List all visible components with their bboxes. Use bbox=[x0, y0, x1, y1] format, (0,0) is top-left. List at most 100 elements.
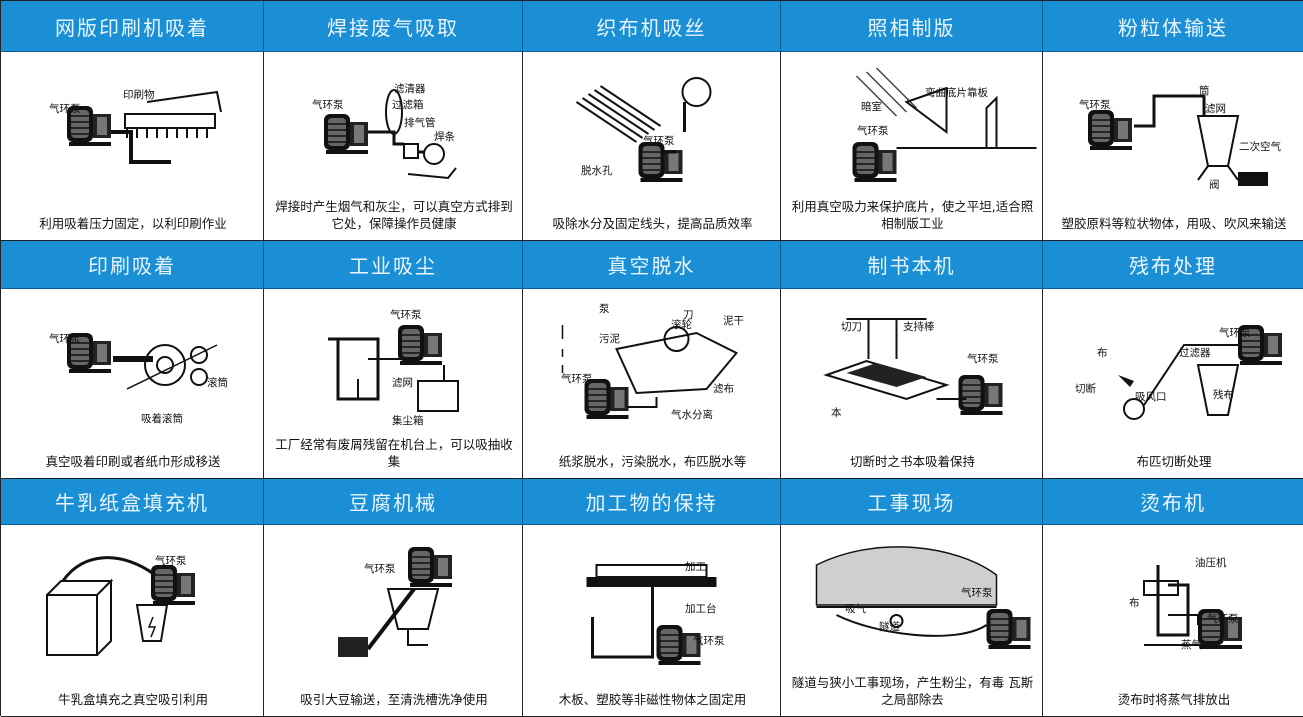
diagram-label: 泵 bbox=[599, 303, 610, 315]
diagram-label: 污泥 bbox=[599, 333, 620, 345]
application-title: 残布处理 bbox=[1043, 241, 1303, 289]
illustration bbox=[561, 325, 739, 419]
application-panel: 气环泵筒滤网二次空气阀塑胶原料等粒状物体，用吸、吹风来输送 bbox=[1043, 52, 1303, 241]
diagram-label: 气环泵 bbox=[312, 99, 344, 111]
diagram-label: 集尘箱 bbox=[392, 415, 424, 427]
illustration bbox=[67, 90, 222, 164]
application-panel: 气环泵滚筒吸着滚筒真空吸着印刷或者纸巾形成移送 bbox=[1, 289, 264, 479]
illustration bbox=[1088, 94, 1268, 186]
application-caption: 纸浆脱水，污染脱水，布匹脱水等 bbox=[558, 454, 747, 469]
diagram-label: 滤清器 bbox=[394, 83, 426, 95]
application-title: 织布机吸丝 bbox=[523, 1, 781, 52]
diagram-label: 脱水孔 bbox=[581, 165, 613, 177]
application-panel: 气环泵 印刷物利用吸着压力固定，以利印刷作业 bbox=[1, 52, 264, 241]
diagram-label: 加工 bbox=[685, 561, 706, 573]
application-caption: 塑胶原料等粒状物体，用吸、吹风来输送 bbox=[1061, 216, 1287, 231]
diagram-label: 加工台 bbox=[685, 603, 717, 615]
diagram-label: 印刷物 bbox=[123, 89, 155, 101]
diagram-label: 气环泵 bbox=[49, 103, 81, 115]
diagram-label: 刀 bbox=[683, 309, 694, 321]
application-title: 制书本机 bbox=[781, 241, 1043, 289]
diagram-label: 气环泵 bbox=[49, 333, 81, 345]
illustration bbox=[823, 318, 1003, 415]
diagram-label: 滚筒 bbox=[207, 377, 228, 389]
diagram-label: 气环泵 bbox=[693, 635, 725, 647]
application-caption: 木板、塑胶等非磁性物体之固定用 bbox=[558, 692, 747, 707]
application-caption: 真空吸着印刷或者纸巾形成移送 bbox=[45, 454, 221, 469]
diagram-label: 气环泵 bbox=[1207, 613, 1239, 625]
application-title: 照相制版 bbox=[781, 1, 1043, 52]
application-caption: 切断时之书本吸着保持 bbox=[849, 454, 975, 469]
application-title: 印刷吸着 bbox=[1, 241, 264, 289]
application-title: 加工物的保持 bbox=[523, 479, 781, 525]
diagram-label: 滤网 bbox=[1205, 103, 1226, 115]
application-panel: 气环泵滤网集尘箱工厂经常有废屑残留在机台上，可以吸抽收集 bbox=[264, 289, 523, 479]
application-caption: 烫布时将蒸气排放出 bbox=[1117, 692, 1231, 707]
application-panel: 气环泵滤清器过滤箱排气管焊条焊接时产生烟气和灰尘，可以真空方式排到它处，保障操作… bbox=[264, 52, 523, 241]
application-panel: 泵污泥 滚轮刀泥干气环泵滤布气水分离纸浆脱水，污染脱水，布匹脱水等 bbox=[523, 289, 781, 479]
illustration bbox=[46, 556, 195, 656]
application-panel: 气环泵布过滤器切断吸风口残布布匹切断处理 bbox=[1043, 289, 1303, 479]
diagram-label: 布 bbox=[1129, 597, 1140, 609]
application-caption: 焊接时产生烟气和灰尘，可以真空方式排到它处，保障操作员健康 bbox=[275, 199, 513, 231]
illustration bbox=[815, 546, 1031, 649]
diagram-label: 滤布 bbox=[713, 383, 734, 395]
diagram-label: 过滤箱 bbox=[392, 99, 424, 111]
illustration bbox=[1143, 565, 1242, 649]
diagram-label: 气环泵 bbox=[561, 373, 593, 385]
diagram-label: 筒 bbox=[1199, 85, 1210, 97]
illustration bbox=[67, 333, 218, 390]
diagram-label: 气环泵 bbox=[1219, 327, 1251, 339]
diagram-label: 吸风口 bbox=[1135, 391, 1167, 403]
application-title: 粉粒体输送 bbox=[1043, 1, 1303, 52]
application-panel: 气环泵吸气隧道隧道与狭小工事现场，产生粉尘，有毒 瓦斯之局部除去 bbox=[781, 525, 1043, 717]
application-panel: 弯曲底片靠板暗室气环泵利用真空吸力来保护底片，使之平坦,适合照相制版工业 bbox=[781, 52, 1043, 241]
diagram-label: 气环泵 bbox=[967, 353, 999, 365]
application-title: 真空脱水 bbox=[523, 241, 781, 289]
diagram-label: 气环泵 bbox=[155, 555, 187, 567]
diagram-label: 残布 bbox=[1213, 389, 1234, 401]
application-title: 焊接废气吸取 bbox=[264, 1, 523, 52]
diagram-label: 滚轮 bbox=[671, 319, 692, 331]
diagram-label: 气环泵 bbox=[364, 563, 396, 575]
diagram-label: 弯曲底片靠板 bbox=[925, 87, 988, 99]
diagram-label: 切刀 bbox=[841, 321, 862, 333]
application-caption: 利用真空吸力来保护底片，使之平坦,适合照相制版工业 bbox=[791, 199, 1034, 231]
diagram-label: 过滤器 bbox=[1179, 347, 1211, 359]
diagram-label: 蒸气 bbox=[1181, 639, 1202, 651]
application-panel: 加工加工台气环泵木板、塑胶等非磁性物体之固定用 bbox=[523, 525, 781, 717]
diagram-label: 支持棒 bbox=[903, 321, 935, 333]
application-caption: 工厂经常有废屑残留在机台上，可以吸抽收集 bbox=[275, 437, 513, 469]
application-caption: 利用吸着压力固定，以利印刷作业 bbox=[39, 216, 227, 231]
diagram-label: 二次空气 bbox=[1239, 141, 1281, 153]
application-title: 豆腐机械 bbox=[264, 479, 523, 525]
application-caption: 吸引大豆输送，至清洗槽洗净使用 bbox=[300, 692, 488, 707]
diagram-label: 滤网 bbox=[392, 377, 413, 389]
diagram-label: 暗室 bbox=[861, 101, 882, 113]
illustration bbox=[852, 67, 1037, 182]
illustration bbox=[324, 89, 457, 180]
diagram-label: 气环泵 bbox=[390, 309, 422, 321]
application-caption: 隧道与狭小工事现场，产生粉尘，有毒 瓦斯之局部除去 bbox=[791, 675, 1034, 707]
diagram-label: 气环泵 bbox=[961, 587, 993, 599]
application-panel: 油压机布气环泵蒸气烫布时将蒸气排放出 bbox=[1043, 525, 1303, 717]
illustration bbox=[575, 77, 712, 182]
illustration bbox=[586, 564, 717, 665]
application-title: 烫布机 bbox=[1043, 479, 1303, 525]
diagram-label: 气水分离 bbox=[671, 409, 713, 421]
diagram-label: 泥干 bbox=[723, 315, 744, 327]
illustration bbox=[328, 325, 459, 412]
application-panel: 气环泵吸引大豆输送，至清洗槽洗净使用 bbox=[264, 525, 523, 717]
diagram-label: 焊条 bbox=[434, 131, 455, 143]
illustration bbox=[1118, 325, 1282, 420]
application-panel: 切刀 支持棒气环泵本切断时之书本吸着保持 bbox=[781, 289, 1043, 479]
application-panel: 气环泵脱水孔吸除水分及固定线头，提高品质效率 bbox=[523, 52, 781, 241]
application-caption: 牛乳盒填充之真空吸引利用 bbox=[57, 692, 208, 707]
application-title: 网版印刷机吸着 bbox=[1, 1, 264, 52]
diagram-label: 吸气 bbox=[845, 603, 866, 615]
diagram-label: 本 bbox=[831, 407, 842, 419]
diagram-label: 气环泵 bbox=[1079, 99, 1111, 111]
diagram-label: 切断 bbox=[1075, 383, 1096, 395]
application-title: 工事现场 bbox=[781, 479, 1043, 525]
